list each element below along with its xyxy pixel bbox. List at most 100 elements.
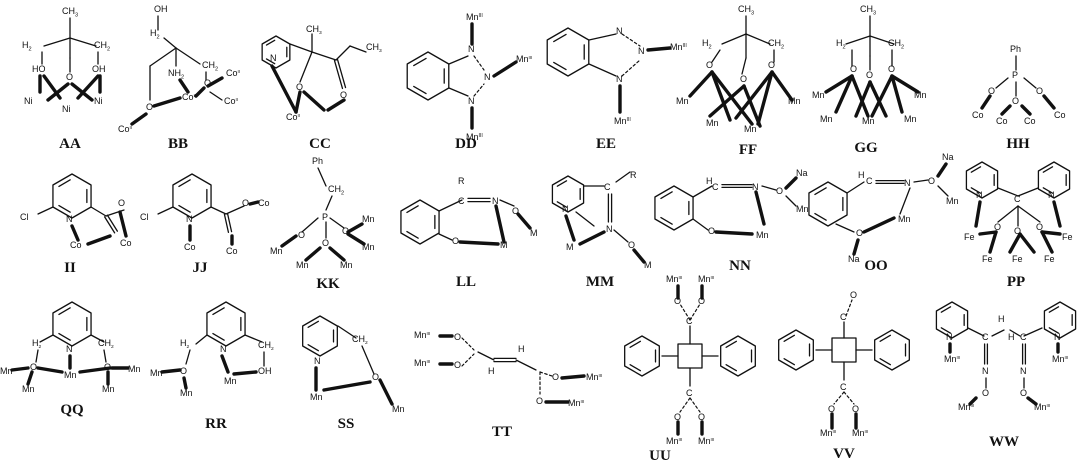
atom-label: Na	[848, 254, 860, 264]
atom-label: MnIII	[852, 428, 868, 438]
atom-label: H	[488, 366, 495, 376]
aromatic-ring	[720, 335, 756, 377]
atom-label: O	[340, 90, 347, 100]
bond	[711, 49, 721, 63]
bond	[1042, 166, 1054, 173]
bond	[978, 230, 998, 236]
aromatic-ring	[624, 335, 660, 377]
atom-label: Fe	[1044, 254, 1055, 264]
panel-label-qq: QQ	[60, 402, 84, 418]
bond	[629, 364, 642, 372]
bond	[76, 74, 100, 100]
bond	[1048, 327, 1060, 334]
atom-label: O	[852, 404, 859, 414]
bond	[70, 224, 80, 242]
bond	[708, 84, 746, 118]
bond	[232, 370, 258, 376]
bond	[995, 77, 1009, 89]
bond	[130, 112, 148, 126]
atom-label: Cl	[140, 212, 149, 222]
bond	[346, 222, 364, 234]
panel-label-ff: FF	[739, 142, 757, 158]
bond	[968, 396, 978, 406]
bond	[997, 205, 1019, 223]
atom-label: OH	[258, 366, 272, 376]
bond	[182, 376, 188, 390]
bond	[714, 230, 754, 236]
cyclobutane-ring	[677, 343, 703, 369]
atom-label: C	[840, 312, 847, 322]
bond	[90, 334, 105, 343]
atom-label: Mn	[392, 404, 405, 414]
bond	[477, 351, 495, 361]
panel-label-kk: KK	[316, 276, 340, 292]
bond	[413, 57, 427, 67]
atom-label: CH2	[258, 340, 274, 352]
bond	[1042, 187, 1054, 194]
atom-label: H	[518, 344, 525, 354]
atom-label: H2	[180, 338, 190, 350]
atom-label: Mn	[102, 384, 115, 394]
atom-label: Co	[184, 242, 196, 252]
atom-label: Ni	[94, 96, 103, 106]
bond	[328, 246, 346, 262]
atom-label: Mn	[310, 392, 323, 402]
panel-label-rr: RR	[205, 416, 227, 432]
bond	[35, 349, 39, 363]
atom-label: H2	[22, 40, 32, 52]
bond	[1009, 329, 1021, 337]
bond	[36, 366, 64, 374]
atom-label: Mn	[914, 90, 927, 100]
bond	[333, 59, 344, 90]
bond	[301, 217, 319, 233]
bond	[783, 358, 796, 366]
bond	[103, 216, 116, 234]
bond	[679, 303, 691, 321]
atom-label: O	[1036, 222, 1043, 232]
bond	[473, 83, 485, 97]
atom-label: Fe	[1012, 254, 1023, 264]
panel-label-uu: UU	[649, 448, 671, 464]
bond	[106, 214, 119, 232]
bond	[70, 82, 94, 102]
bond	[248, 200, 260, 206]
bond	[742, 84, 762, 128]
atom-label: Co	[1054, 110, 1066, 120]
bond	[870, 74, 894, 118]
panel-label-hh: HH	[1006, 136, 1030, 152]
bond	[307, 344, 320, 352]
atom-label: Mn	[224, 376, 237, 386]
bond	[304, 246, 322, 262]
atom-label: O	[888, 64, 895, 74]
atom-label: MnIII	[698, 274, 714, 284]
atom-label: Mn	[0, 366, 13, 376]
atom-label: CH2	[202, 60, 218, 72]
bond	[575, 211, 595, 227]
bond	[46, 82, 70, 102]
atom-label: O	[242, 198, 249, 208]
bond	[560, 374, 586, 380]
bond	[588, 33, 617, 41]
bond	[725, 340, 738, 348]
bond	[289, 43, 313, 53]
aromatic-ring	[1043, 301, 1077, 339]
atom-label: Mn	[270, 246, 283, 256]
bond	[835, 223, 855, 233]
bond	[326, 98, 346, 112]
bond	[564, 214, 576, 242]
bond	[244, 334, 263, 343]
atom-label: O	[66, 72, 73, 82]
bond	[58, 307, 71, 316]
aromatic-ring	[302, 315, 338, 357]
bond	[78, 366, 112, 374]
panel-label-ww: WW	[989, 434, 1019, 450]
atom-label: N	[946, 332, 953, 342]
bond	[852, 238, 860, 256]
atom-label: R	[630, 170, 637, 180]
aromatic-ring	[52, 301, 92, 347]
